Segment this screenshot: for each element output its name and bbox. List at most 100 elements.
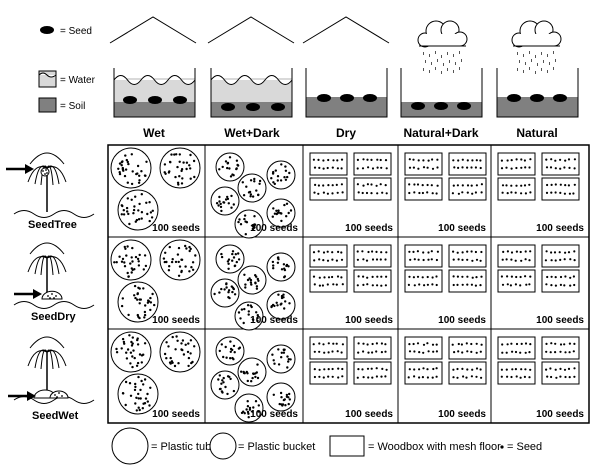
seed-dot xyxy=(124,168,128,171)
seed-dot xyxy=(230,285,233,288)
seed-dot xyxy=(361,167,365,170)
seed-dot xyxy=(134,296,137,300)
roof-icon xyxy=(302,16,390,44)
seed-dot xyxy=(113,261,116,264)
seed-dot xyxy=(313,375,316,379)
seed-dot xyxy=(550,342,553,345)
seed-dot xyxy=(313,283,316,286)
condition-label: Wet+Dark xyxy=(224,126,280,140)
seed-dot xyxy=(222,355,225,359)
seed-dot xyxy=(435,367,438,370)
seed-dot xyxy=(515,166,518,170)
seed-dot xyxy=(286,366,289,369)
seed-dot xyxy=(256,376,260,380)
seed-dot xyxy=(479,350,482,353)
seed-dot xyxy=(254,282,257,285)
seed-dot xyxy=(421,376,424,379)
seed-dot xyxy=(220,255,224,259)
seed-dot xyxy=(221,165,224,169)
seed-dot xyxy=(285,202,289,205)
seed-dot xyxy=(164,251,167,254)
seed-dot xyxy=(461,158,464,161)
seed-dot xyxy=(426,342,429,345)
seed-dot xyxy=(554,276,557,279)
seed-dot xyxy=(227,262,230,265)
seed-dot xyxy=(375,250,378,253)
seed-dot xyxy=(189,167,192,170)
seed-dot xyxy=(138,298,141,301)
seed-dot xyxy=(356,183,359,186)
seed-dot xyxy=(175,335,178,338)
seed-dot xyxy=(371,250,374,253)
seed-dot xyxy=(331,275,334,279)
seed-dot xyxy=(318,342,321,345)
seed-dot xyxy=(230,194,233,198)
seed-dot xyxy=(370,367,373,370)
seed-dot xyxy=(130,182,134,186)
seed-icon xyxy=(246,103,260,111)
seed-dot xyxy=(470,342,473,346)
seed-dot xyxy=(317,158,320,161)
seed-dot xyxy=(426,183,429,187)
seed-dot xyxy=(280,302,283,305)
seed-dot xyxy=(232,344,236,348)
seed-dot xyxy=(384,284,387,287)
seed-dot xyxy=(322,251,326,254)
seed-dot xyxy=(417,167,420,170)
seed-dot xyxy=(168,361,172,364)
seed-dot xyxy=(273,304,276,308)
seed-dot xyxy=(255,311,258,314)
seed-dot xyxy=(550,183,553,186)
woodbox xyxy=(497,177,536,201)
seed-dot xyxy=(188,245,191,249)
seed-dot xyxy=(323,276,326,279)
seed-dot xyxy=(146,400,149,403)
container-outline xyxy=(400,68,483,118)
treatment-cell: 100 seeds xyxy=(497,152,584,234)
seed-dot xyxy=(173,153,176,156)
seed-dot xyxy=(366,283,369,286)
seed-dot xyxy=(279,391,283,395)
seed-count-label: 100 seeds xyxy=(438,315,486,326)
seed-dot xyxy=(559,183,562,186)
woodbox xyxy=(353,269,392,293)
seed-dot xyxy=(145,160,148,163)
seed-count-label: 100 seeds xyxy=(345,223,393,234)
seed-dot xyxy=(435,192,438,195)
seed-dot xyxy=(227,291,230,294)
seed-dot xyxy=(367,351,370,354)
seed-dot xyxy=(275,301,278,304)
seed-dot xyxy=(327,342,330,345)
seed-dot xyxy=(133,356,136,360)
seed-dot xyxy=(529,191,532,194)
seed-dot xyxy=(137,315,140,318)
seed-dot xyxy=(283,203,286,207)
seed-dot xyxy=(272,207,275,210)
seed-dot xyxy=(254,400,258,403)
seed-dot xyxy=(331,166,334,169)
legend-plastic-tub-label: = Plastic tub xyxy=(151,441,211,453)
seed-dot xyxy=(273,362,276,365)
seed-dot xyxy=(375,258,379,261)
seed-dot xyxy=(327,375,330,378)
seed-dot xyxy=(144,304,147,307)
seed-dot xyxy=(520,342,523,345)
seed-dot xyxy=(336,159,339,162)
condition-natural: Natural xyxy=(496,20,579,140)
seed-dot xyxy=(128,222,131,226)
seed-dot xyxy=(180,168,184,171)
seed-dot xyxy=(121,160,124,163)
roof-icon xyxy=(109,16,197,44)
seed-dot xyxy=(365,191,369,195)
seed-dot xyxy=(188,164,191,167)
seed-dot xyxy=(408,166,412,169)
seed-dot xyxy=(165,341,168,344)
seed-dot xyxy=(232,256,236,259)
seed-dot xyxy=(127,212,130,216)
seed-dot xyxy=(545,283,548,286)
seed-dot xyxy=(366,276,369,279)
seed-dot xyxy=(431,192,434,195)
seed-dot xyxy=(408,158,411,161)
seed-dot xyxy=(178,265,182,268)
seed-dot xyxy=(128,382,132,385)
